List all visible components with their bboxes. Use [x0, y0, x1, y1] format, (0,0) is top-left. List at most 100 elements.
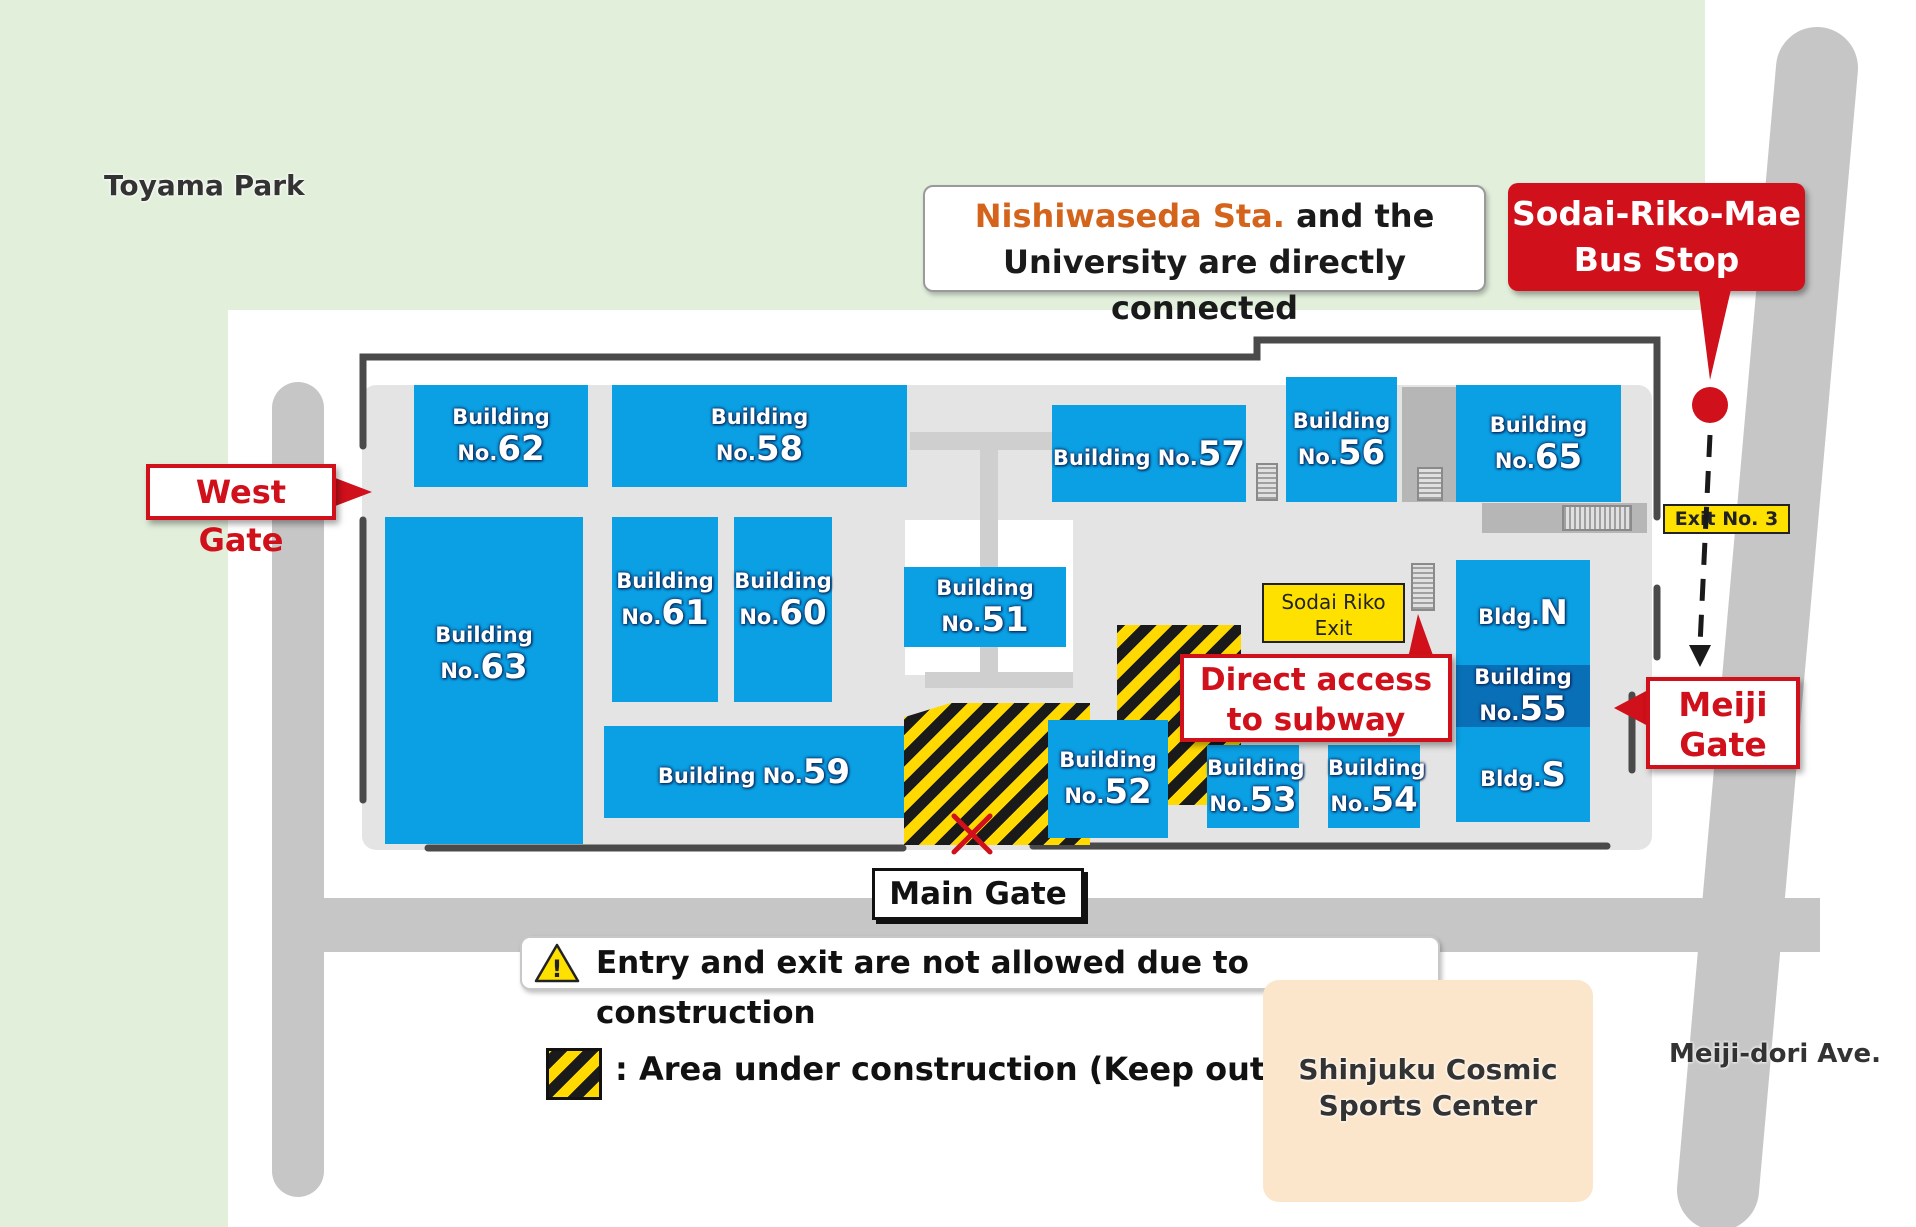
toyama-park-label: Toyama Park: [104, 169, 305, 202]
building-59-prefix: Building No.: [657, 764, 803, 788]
building-60-no: No.: [739, 605, 780, 630]
building-61[interactable]: Building No.61: [612, 517, 718, 702]
building-54-prefix: Building: [1328, 755, 1426, 780]
meiji-gate-callout[interactable]: Meiji Gate: [1646, 677, 1800, 769]
building-56[interactable]: Building No.56: [1286, 377, 1397, 502]
building-58-prefix: Building: [710, 405, 809, 429]
building-57-number: 57: [1197, 433, 1246, 474]
exit-no-3-label: Exit No. 3: [1663, 504, 1790, 534]
building-61-no: No.: [621, 605, 662, 630]
building-58-no: No.: [715, 441, 756, 465]
nishiwaseda-station-name: Nishiwaseda Sta.: [974, 197, 1285, 235]
building-58[interactable]: Building No.58: [612, 385, 907, 487]
bus-stop-line2: Bus Stop: [1573, 240, 1740, 279]
stairs-riko-exit: [1411, 563, 1435, 611]
building-53-no: No.: [1209, 791, 1250, 816]
direct-access-line1: Direct access: [1199, 662, 1433, 698]
building-65-no: No.: [1494, 448, 1535, 473]
sports-center-line1: Shinjuku Cosmic: [1298, 1053, 1558, 1086]
building-61-number: 61: [661, 593, 709, 634]
meiji-gate-line1: Meiji: [1678, 685, 1768, 724]
warning-icon-glyph: !: [552, 955, 563, 983]
building-s-prefix: Bldg.: [1480, 766, 1542, 791]
direct-access-callout: Direct access to subway: [1180, 654, 1452, 742]
building-s-letter: S: [1541, 754, 1566, 795]
closed-x-icon: [951, 813, 993, 855]
building-62-number: 62: [497, 429, 545, 469]
sports-center-label: Shinjuku Cosmic Sports Center: [1263, 1052, 1593, 1124]
building-52-number: 52: [1104, 772, 1152, 812]
building-n-letter: N: [1539, 592, 1568, 633]
legend-text: : Area under construction (Keep out): [615, 1050, 1280, 1088]
building-63-number: 63: [480, 647, 528, 688]
stairs-exit3: [1562, 505, 1632, 531]
building-n[interactable]: Bldg.N: [1456, 560, 1590, 665]
building-60-number: 60: [779, 593, 827, 634]
west-gate-text: West Gate: [195, 473, 287, 559]
building-54-no: No.: [1330, 791, 1371, 816]
building-55[interactable]: Building No.55: [1456, 665, 1590, 729]
building-51-no: No.: [941, 612, 982, 636]
building-63-prefix: Building: [435, 623, 533, 648]
main-gate-text: Main Gate: [889, 876, 1067, 912]
building-55-number: 55: [1519, 689, 1567, 729]
building-62-prefix: Building: [452, 405, 550, 429]
building-60[interactable]: Building No.60: [734, 517, 832, 702]
building-s[interactable]: Bldg.S: [1456, 727, 1590, 822]
station-line1-rest: and the: [1284, 197, 1435, 235]
building-57[interactable]: Building No.57: [1052, 405, 1246, 502]
building-61-prefix: Building: [616, 569, 714, 594]
building-53-number: 53: [1249, 779, 1297, 820]
building-55-no: No.: [1479, 701, 1520, 725]
west-gate-pointer: [330, 476, 372, 508]
building-52-no: No.: [1064, 784, 1105, 808]
inner-path-lower: [925, 672, 1073, 688]
building-65-number: 65: [1534, 436, 1583, 477]
building-58-number: 58: [755, 429, 804, 469]
sports-center-line2: Sports Center: [1318, 1089, 1538, 1122]
bus-stop-callout[interactable]: Sodai-Riko-Mae Bus Stop: [1508, 183, 1805, 291]
inner-path-horizontal: [910, 432, 1060, 450]
building-n-prefix: Bldg.: [1478, 604, 1540, 629]
no-entry-text: Entry and exit are not allowed due to co…: [596, 945, 1249, 1031]
building-55-prefix: Building: [1474, 665, 1572, 689]
building-53-prefix: Building: [1207, 755, 1305, 780]
building-56-no: No.: [1297, 444, 1338, 469]
meiji-gate-line2: Gate: [1679, 725, 1767, 764]
building-62[interactable]: Building No.62: [414, 385, 588, 487]
west-gate-callout[interactable]: West Gate: [146, 464, 336, 559]
building-59[interactable]: Building No.59: [604, 726, 904, 818]
building-53[interactable]: Building No.53: [1207, 745, 1305, 828]
legend-hatch-swatch: [546, 1048, 602, 1100]
building-52[interactable]: Building No.52: [1048, 720, 1168, 838]
meiji-gate-pointer: [1614, 690, 1648, 726]
sports-center-area: [1263, 980, 1593, 1202]
building-59-number: 59: [802, 752, 851, 792]
building-54-number: 54: [1370, 779, 1418, 820]
building-60-prefix: Building: [734, 569, 832, 594]
stairs-56-65: [1417, 467, 1443, 501]
building-65-prefix: Building: [1489, 412, 1588, 437]
building-54[interactable]: Building No.54: [1328, 745, 1426, 828]
stairs-57-56: [1256, 463, 1278, 501]
sodai-riko-exit-label: Sodai Riko Exit: [1262, 583, 1405, 643]
sodai-riko-exit-line2: Exit: [1314, 616, 1353, 640]
building-51[interactable]: Building No.51: [904, 567, 1066, 647]
station-line2: University are directly connected: [1002, 243, 1407, 327]
building-57-prefix: Building No.: [1052, 445, 1198, 470]
station-connection-callout: Nishiwaseda Sta. and the University are …: [923, 185, 1486, 327]
building-56-prefix: Building: [1292, 408, 1391, 433]
building-51-number: 51: [981, 600, 1029, 640]
building-51-prefix: Building: [936, 576, 1034, 600]
bus-stop-marker: [1689, 285, 1732, 667]
building-52-prefix: Building: [1059, 748, 1157, 772]
direct-access-line2: to subway: [1226, 702, 1406, 738]
building-62-no: No.: [457, 441, 498, 465]
warning-icon: !: [534, 943, 580, 983]
main-gate-label[interactable]: Main Gate: [872, 868, 1084, 920]
sodai-riko-exit-line1: Sodai Riko: [1281, 590, 1386, 614]
building-63[interactable]: Building No.63: [385, 517, 583, 844]
building-65[interactable]: Building No.65: [1456, 385, 1621, 502]
direct-access-pointer: [1408, 614, 1434, 658]
